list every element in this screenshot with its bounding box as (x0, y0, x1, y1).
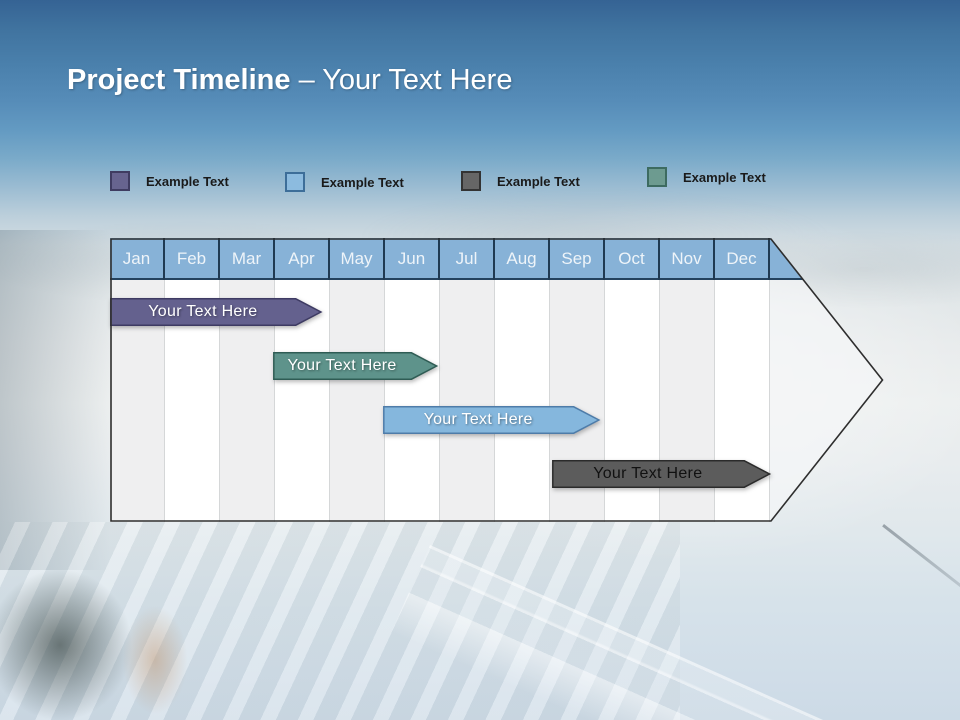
background-tree (110, 585, 200, 720)
month-column-stripe (440, 280, 495, 522)
background-dam-wall (0, 230, 110, 570)
month-header-cell[interactable]: Aug (495, 238, 550, 280)
timeline-bar[interactable]: Your Text Here (382, 406, 601, 434)
legend-label[interactable]: Example Text (321, 174, 404, 190)
timeline-bar-label[interactable]: Your Text Here (593, 465, 703, 482)
legend-swatch[interactable] (285, 172, 305, 192)
timeline-bar-label[interactable]: Your Text Here (423, 411, 533, 428)
legend-item[interactable]: Example Text (110, 171, 229, 191)
legend-item[interactable]: Example Text (285, 172, 404, 192)
background-walkway-railing (390, 545, 960, 720)
month-header-cell[interactable]: Jul (440, 238, 495, 280)
month-header-cell[interactable]: Mar (220, 238, 275, 280)
legend: Example Text Example Text Example Text Exam… (0, 0, 960, 220)
legend-swatch[interactable] (110, 171, 130, 191)
timeline-bar-label[interactable]: Your Text Here (148, 303, 258, 320)
background-foliage (0, 540, 160, 720)
month-header-cell[interactable]: Apr (275, 238, 330, 280)
month-header-cell[interactable]: Oct (605, 238, 660, 280)
legend-swatch[interactable] (647, 167, 667, 187)
month-header-cell[interactable]: May (330, 238, 385, 280)
month-column-stripe (495, 280, 550, 522)
legend-item[interactable]: Example Text (461, 171, 580, 191)
timeline-arrow-outline (110, 238, 884, 522)
timeline-bar-label[interactable]: Your Text Here (287, 357, 397, 374)
month-header-cell[interactable]: Dec (715, 238, 770, 280)
month-header-cell[interactable]: Jun (385, 238, 440, 280)
legend-label[interactable]: Example Text (683, 169, 766, 185)
timeline-bar[interactable]: Your Text Here (110, 298, 323, 326)
legend-label[interactable]: Example Text (497, 173, 580, 189)
month-header-cell[interactable]: Nov (660, 238, 715, 280)
slide-title-placeholder: – Your Text Here (298, 64, 513, 96)
slide-title-bold: Project Timeline (67, 64, 291, 96)
legend-label[interactable]: Example Text (146, 173, 229, 189)
arrow-reflection-line (882, 524, 960, 635)
legend-swatch[interactable] (461, 171, 481, 191)
slide-title[interactable]: Project Timeline – Your Text Here (67, 62, 512, 98)
month-column-stripe (385, 280, 440, 522)
timeline-bar[interactable]: Your Text Here (272, 352, 439, 380)
month-header-cell[interactable]: Jan (110, 238, 165, 280)
legend-item[interactable]: Example Text (647, 167, 766, 187)
month-header-cell[interactable]: Feb (165, 238, 220, 280)
background-dam-stripes (0, 522, 680, 720)
month-column-stripe (330, 280, 385, 522)
timeline-bar[interactable]: Your Text Here (551, 460, 771, 488)
month-header-cell[interactable]: Sep (550, 238, 605, 280)
